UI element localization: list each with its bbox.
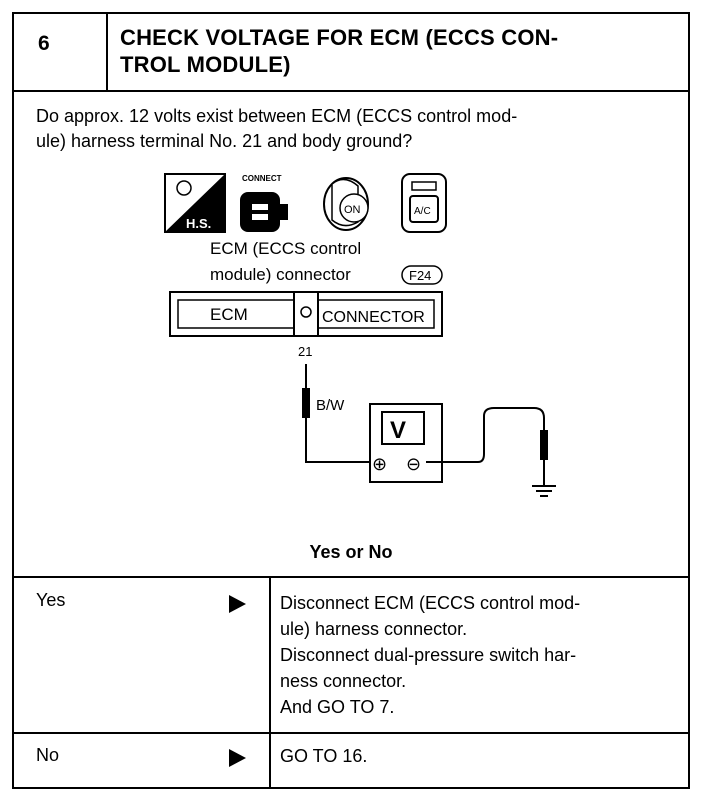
- voltage-check-diagram: H.S. CONNECT ON A/C ECM (ECCS control mo…: [164, 173, 556, 497]
- connector-caption-line: module) connector: [210, 265, 351, 284]
- step-title-line: CHECK VOLTAGE FOR ECM (ECCS CON-: [120, 25, 559, 50]
- header-divider: [106, 14, 108, 90]
- probe-positive: [302, 388, 310, 418]
- question-line: Do approx. 12 volts exist between ECM (E…: [36, 106, 518, 126]
- option-yes-action: Disconnect ECM (ECCS control mod- ule) h…: [280, 590, 680, 720]
- step-number: 6: [38, 32, 50, 55]
- action-line: ness connector.: [280, 671, 407, 691]
- on-label: ON: [344, 204, 361, 216]
- ac-switch-icon: A/C: [401, 173, 447, 233]
- option-no-arrow-icon: [229, 749, 246, 767]
- hs-label: H.S.: [186, 216, 211, 231]
- option-yes-label: Yes: [36, 590, 66, 610]
- voltmeter: V ⊕ ⊖: [369, 403, 443, 483]
- options-rule: [14, 576, 688, 578]
- yes-no-prompt: Yes or No: [309, 542, 393, 562]
- action-line: Disconnect ECM (ECCS control mod-: [280, 593, 581, 613]
- question-text: Do approx. 12 volts exist between ECM (E…: [36, 104, 676, 154]
- option-yes-arrow-icon: [229, 595, 246, 613]
- step-table: 6 CHECK VOLTAGE FOR ECM (ECCS CON- TROL …: [12, 12, 690, 789]
- ignition-key-icon: ON: [323, 177, 369, 231]
- action-line: And GO TO 7.: [280, 697, 395, 717]
- hand-switch-icon: H.S.: [164, 173, 226, 233]
- probe-negative: [540, 430, 548, 460]
- wire-color-label: B/W: [316, 397, 345, 414]
- ac-label: A/C: [414, 206, 431, 217]
- action-line: ule) harness connector.: [280, 619, 468, 639]
- ground-symbol: [532, 460, 556, 497]
- connector-caption-line: ECM (ECCS control: [210, 239, 361, 258]
- action-line: GO TO 16.: [280, 746, 368, 766]
- connector-right-label: CONNECTOR: [322, 309, 425, 326]
- plus-terminal: ⊕: [372, 454, 387, 474]
- meter-label: V: [390, 417, 406, 444]
- connect-label: CONNECT: [242, 174, 282, 183]
- option-no-label: No: [36, 745, 60, 765]
- connector-icon: CONNECT: [240, 174, 288, 232]
- option-no-action: GO TO 16.: [280, 743, 680, 769]
- options-row-rule: [14, 732, 688, 734]
- step-title-line: TROL MODULE): [120, 52, 291, 77]
- action-line: Disconnect dual-pressure switch har-: [280, 645, 577, 665]
- ecm-connector: ECM CONNECTOR: [169, 291, 443, 337]
- question-line: ule) harness terminal No. 21 and body gr…: [36, 131, 413, 151]
- step-title: CHECK VOLTAGE FOR ECM (ECCS CON- TROL MO…: [120, 24, 680, 78]
- connector-code: F24: [409, 268, 431, 283]
- terminal-number: 21: [298, 344, 312, 359]
- options-divider: [269, 576, 271, 787]
- connector-left-label: ECM: [210, 305, 248, 324]
- minus-terminal: ⊖: [406, 454, 421, 474]
- ground-wire: [426, 407, 545, 463]
- header-rule: [14, 90, 688, 92]
